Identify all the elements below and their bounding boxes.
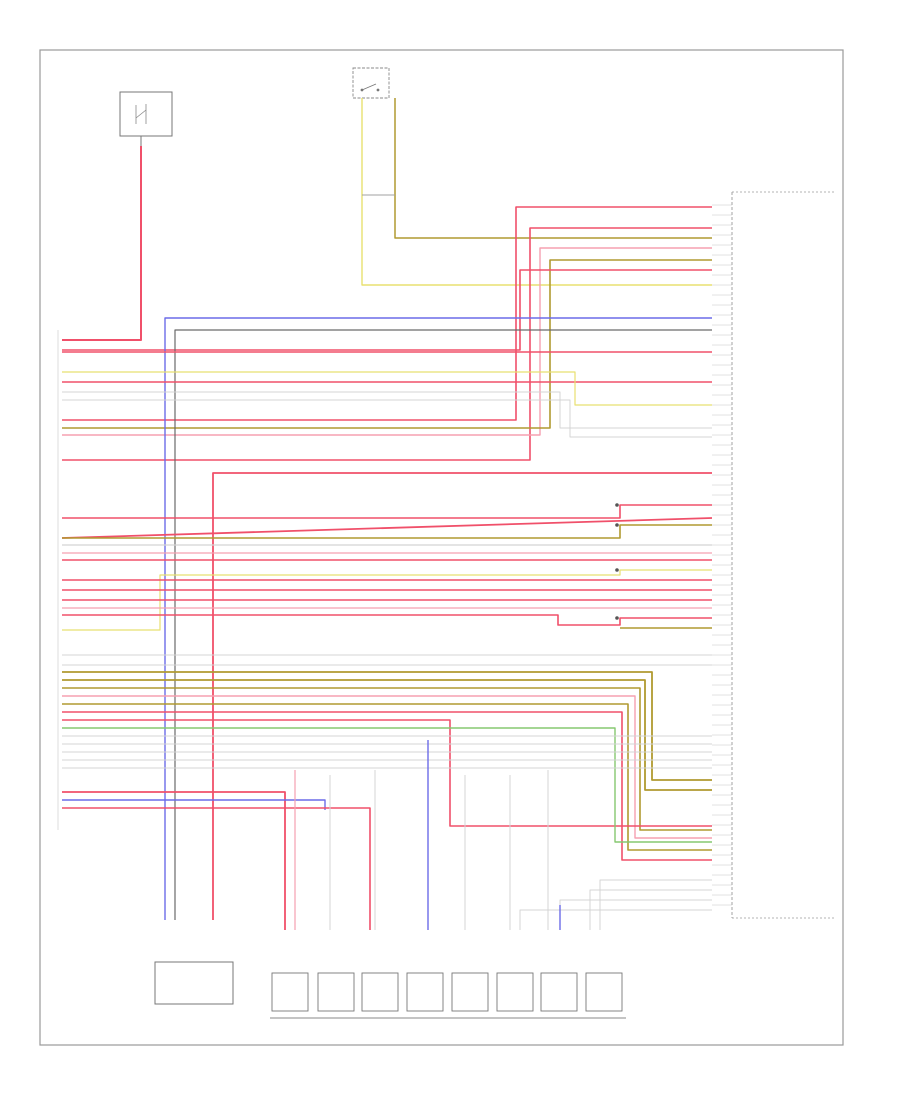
splice-markers (615, 503, 619, 620)
wire-20 (62, 524, 712, 539)
wire-40 (62, 727, 712, 843)
module-connector (731, 191, 835, 919)
wire-6 (62, 227, 712, 461)
injector-3 (361, 972, 399, 1012)
wire-33 (62, 671, 712, 781)
injector-2 (317, 972, 355, 1012)
wire-47 (62, 799, 326, 810)
wire-48 (62, 807, 371, 930)
diagram-frame (39, 49, 844, 1046)
wire-14 (62, 371, 712, 406)
wire-11 (174, 329, 712, 920)
wire-38 (62, 711, 712, 861)
wire-24 (62, 569, 712, 631)
wire-2 (361, 98, 712, 286)
splice-point (615, 503, 619, 507)
wire-29 (62, 614, 712, 626)
top-center-component (352, 67, 390, 99)
wire-19 (61, 517, 713, 539)
wire-3 (394, 98, 712, 239)
top-left-component (119, 91, 173, 146)
wire-16 (62, 399, 712, 438)
wire-18 (62, 504, 712, 519)
wire-34 (62, 679, 712, 791)
wire-49 (599, 879, 712, 930)
injector-1 (271, 972, 309, 1012)
wire-51 (559, 899, 712, 930)
injector-5 (451, 972, 489, 1012)
wire-37 (62, 703, 712, 851)
splice-point (615, 523, 619, 527)
wire-15 (62, 391, 712, 429)
injectors-row (270, 972, 626, 1019)
injector-4 (406, 972, 444, 1012)
wire-17 (212, 472, 712, 920)
injector-8 (585, 972, 623, 1012)
injector-6 (496, 972, 534, 1012)
splice-point (615, 568, 619, 572)
wire-5 (62, 206, 712, 421)
bottom-left-sensor (154, 961, 234, 1005)
wire-36 (62, 695, 712, 839)
wire-50 (589, 889, 712, 930)
wire-7 (62, 247, 712, 436)
wire-1 (62, 146, 142, 341)
wire-39 (62, 719, 712, 827)
splice-point (615, 616, 619, 620)
wire-9 (62, 269, 712, 351)
wire-10 (164, 317, 712, 920)
wire-46 (62, 791, 286, 930)
wire-52 (519, 909, 712, 930)
wire-8 (62, 259, 712, 429)
wire-35 (62, 687, 712, 831)
injector-7 (540, 972, 578, 1012)
wire-harness (61, 98, 732, 930)
